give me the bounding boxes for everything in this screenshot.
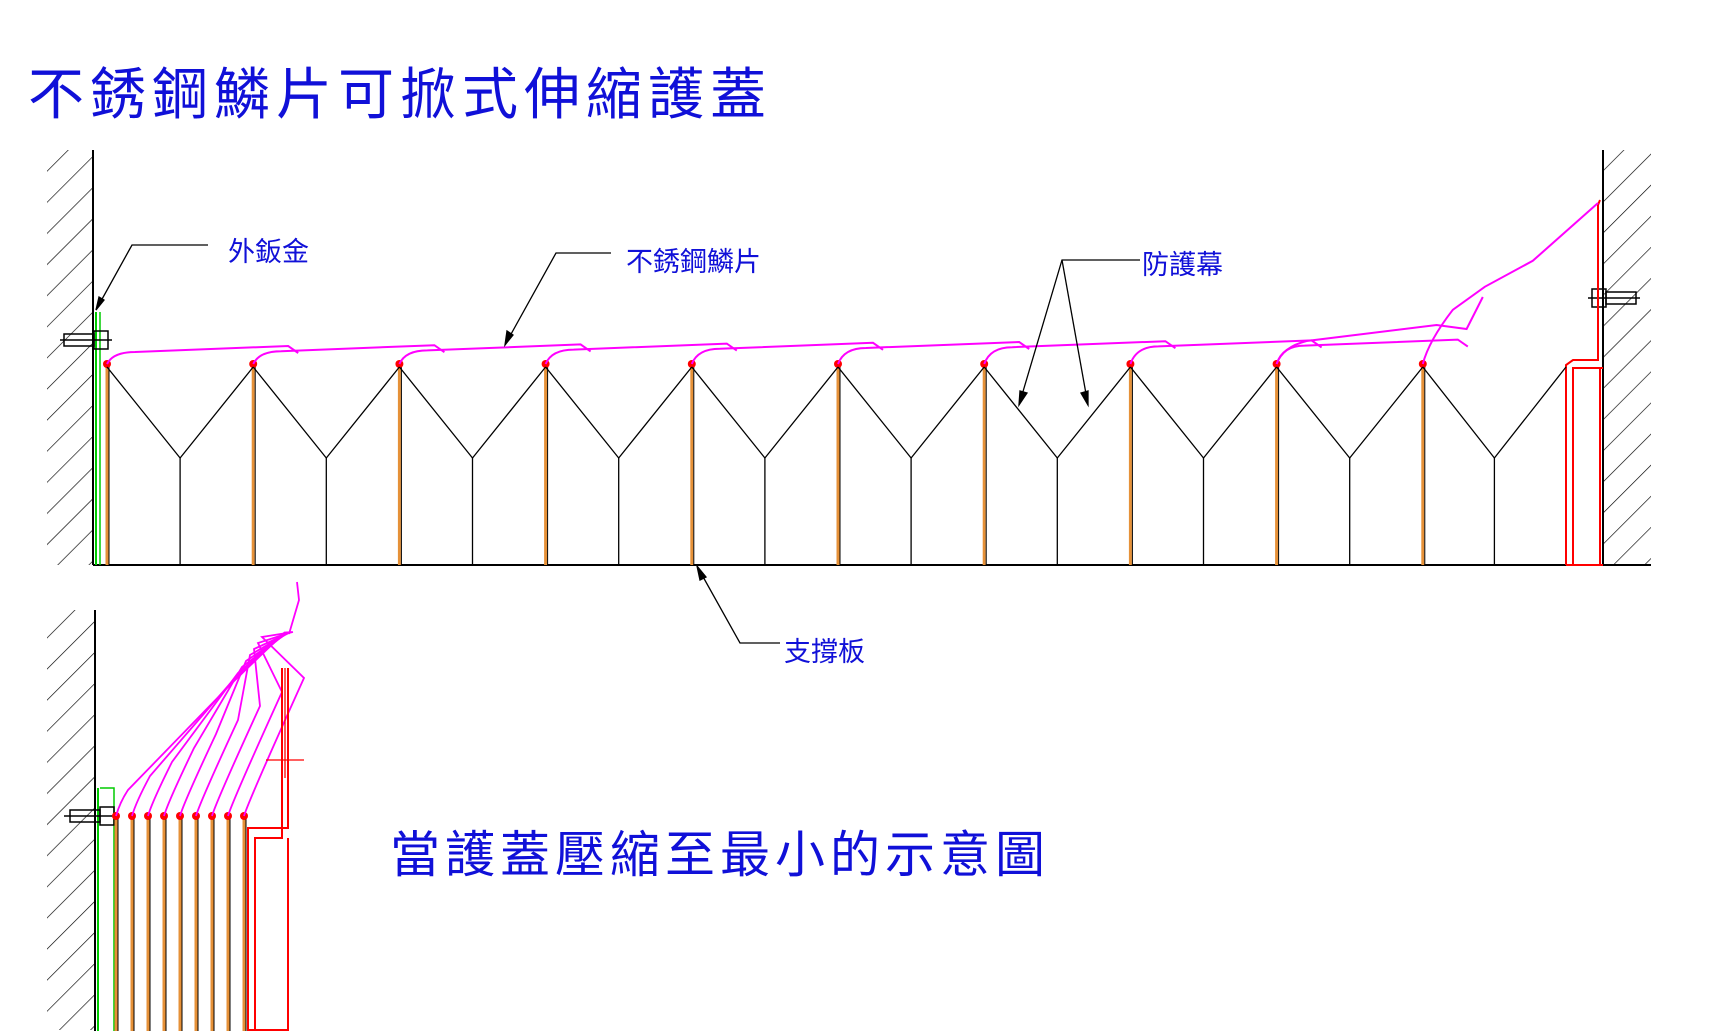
curtain-fold: [106, 366, 254, 460]
lower-outer-sheet-fold: [100, 787, 115, 1031]
extended-cover-view: [47, 150, 1651, 644]
lower-stainless-scale: [243, 631, 306, 817]
left-wall-hatch: [47, 150, 93, 565]
left-bolt: [60, 330, 112, 350]
leader-support: [696, 565, 780, 644]
compressed-caption: 當護蓋壓縮至最小的示意圖: [390, 826, 1050, 884]
label-stainless-scales: 不銹鋼鱗片: [626, 247, 761, 278]
stainless-scale: [837, 340, 1030, 365]
stainless-scale: [544, 342, 738, 365]
lower-stainless-scale: [179, 631, 290, 817]
stainless-scale: [1421, 202, 1599, 365]
stainless-scale: [983, 340, 1176, 365]
lower-wall-hatch: [47, 610, 95, 1030]
stainless-scale: [1275, 338, 1469, 365]
curtain-fold: [252, 366, 400, 460]
lower-stainless-scale: [147, 631, 288, 817]
lower-support-plates: [112, 812, 248, 1031]
label-outer-sheet-metal: 外鈑金: [228, 237, 309, 268]
lower-stainless-scale: [131, 631, 287, 817]
curtain-fold: [1276, 366, 1424, 460]
leader-outer-sheet: [95, 244, 208, 311]
label-support-plate: 支撐板: [784, 637, 865, 668]
right-end-plate: [1565, 199, 1603, 565]
protective-curtain: [106, 366, 1567, 565]
stainless-scale: [252, 344, 445, 365]
leader-scales: [504, 252, 611, 346]
stainless-scale: [398, 343, 592, 365]
stainless-scale: [690, 341, 884, 365]
stainless-scale: [106, 344, 299, 365]
label-protective-curtain: 防護幕: [1142, 250, 1223, 281]
lower-stainless-scales: [115, 581, 306, 817]
support-plates: [103, 360, 1427, 565]
curtain-fold: [1422, 366, 1567, 460]
curtain-fold: [983, 366, 1131, 460]
compressed-cover-view: [47, 581, 306, 1031]
stainless-scale: [1275, 296, 1484, 365]
lower-stainless-scale: [115, 631, 286, 817]
curtain-fold: [545, 366, 693, 460]
curtain-fold: [398, 366, 547, 460]
lower-stainless-scale: [211, 631, 292, 817]
curtain-fold: [691, 366, 839, 460]
stainless-scales: [106, 202, 1599, 365]
lower-end-plate: [247, 668, 289, 1031]
curtain-fold: [1129, 366, 1278, 460]
curtain-fold: [837, 366, 985, 460]
lower-stainless-scale: [163, 631, 289, 817]
lower-bolt: [64, 806, 118, 826]
right-bolt: [1588, 288, 1640, 308]
stainless-scale: [1129, 339, 1323, 365]
drawing-title: 不銹鋼鱗片可掀式伸縮護蓋: [28, 63, 772, 128]
leader-lines: [95, 244, 1140, 644]
leader-curtain: [1018, 259, 1140, 406]
lower-scale-tip: [288, 581, 300, 635]
lower-stainless-scale: [195, 631, 291, 817]
right-wall-hatch: [1603, 150, 1651, 565]
